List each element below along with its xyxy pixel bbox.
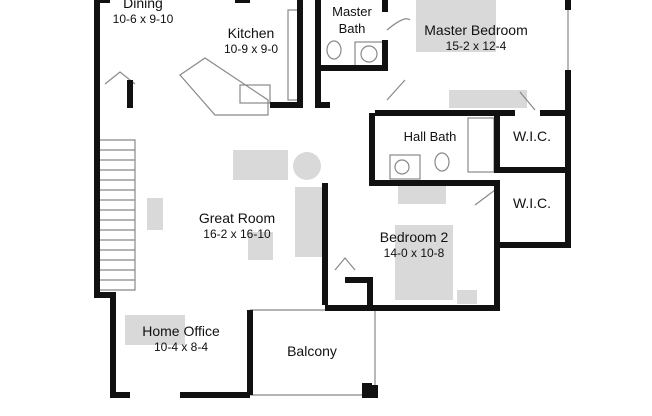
room-balcony: Balcony	[287, 343, 337, 360]
furniture	[125, 0, 527, 345]
room-dims: 10-4 x 8-4	[153, 340, 209, 354]
room-hall-bath: Hall Bath	[404, 128, 457, 145]
room-dining: Dining 10-6 x 9-10	[113, 0, 174, 27]
walls	[94, 0, 571, 398]
room-name: Balcony	[287, 343, 337, 359]
room-name: Master Bath	[332, 4, 372, 36]
room-name: Dining	[123, 0, 163, 11]
room-name: W.I.C.	[512, 195, 552, 211]
room-master-bath: Master Bath	[327, 3, 377, 37]
room-dims: 14-0 x 10-8	[383, 246, 445, 260]
room-name: Master Bedroom	[424, 22, 528, 38]
room-name: Kitchen	[227, 25, 275, 41]
room-name: Hall Bath	[403, 129, 457, 144]
room-name: W.I.C.	[512, 128, 552, 144]
room-great-room: Great Room 16-2 x 16-10	[199, 210, 275, 242]
room-name: Bedroom 2	[379, 229, 449, 245]
room-dims: 15-2 x 12-4	[445, 39, 507, 53]
room-wic-2: W.I.C.	[513, 195, 551, 212]
room-wic-1: W.I.C.	[513, 128, 551, 145]
room-home-office: Home Office 10-4 x 8-4	[142, 323, 220, 355]
room-name: Home Office	[142, 323, 220, 339]
room-bedroom-2: Bedroom 2 14-0 x 10-8	[380, 229, 448, 261]
balcony-post	[362, 383, 372, 393]
room-master-bedroom: Master Bedroom 15-2 x 12-4	[424, 22, 527, 54]
room-dims: 16-2 x 16-10	[203, 227, 271, 241]
room-dims: 10-9 x 9-0	[223, 42, 279, 56]
room-name: Great Room	[198, 210, 276, 226]
room-dims: 10-6 x 9-10	[112, 12, 174, 26]
room-kitchen: Kitchen 10-9 x 9-0	[224, 25, 278, 57]
fixtures	[100, 0, 569, 396]
